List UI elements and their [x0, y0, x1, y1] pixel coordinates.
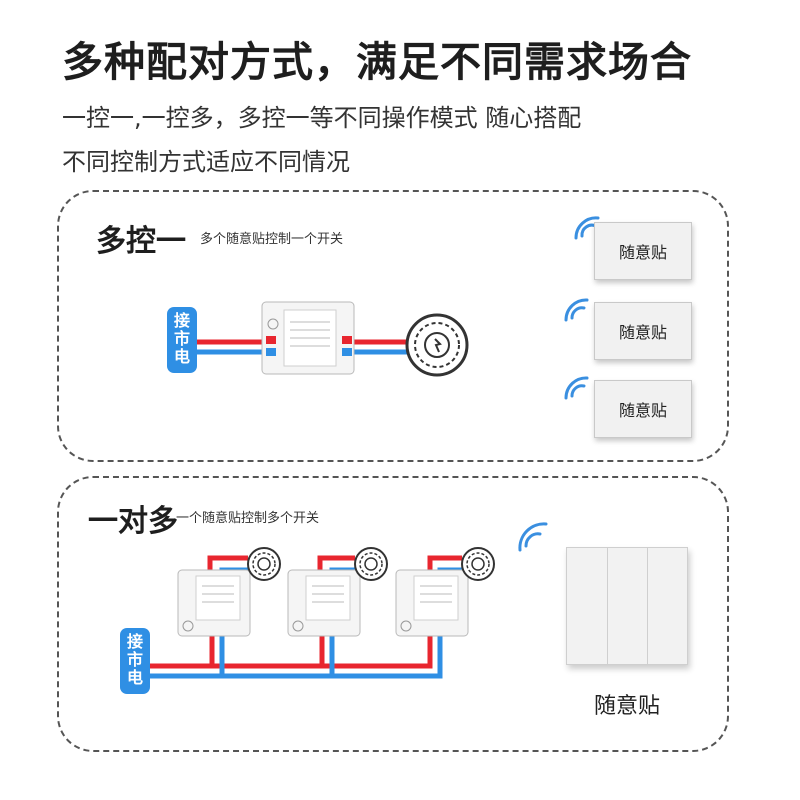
- wifi-icon: [518, 522, 548, 552]
- panel1-wires: [196, 339, 412, 355]
- sticker-switch[interactable]: 随意贴: [594, 380, 692, 438]
- page-title: 多种配对方式，满足不同需求场合: [62, 38, 692, 86]
- one-to-many-title: 一对多: [88, 504, 178, 539]
- relay-module-icon: [287, 569, 361, 637]
- light-bulb-icon: [405, 313, 469, 377]
- light-bulb-icon: [247, 547, 281, 581]
- sticker-switch[interactable]: 随意贴: [594, 222, 692, 280]
- relay-module-icon: [177, 569, 251, 637]
- multi-to-one-panel: [57, 190, 729, 462]
- triple-sticker-switch[interactable]: [566, 547, 688, 665]
- wifi-icon: [564, 376, 589, 400]
- sticker-label: 随意贴: [618, 243, 667, 262]
- light-bulb-icon: [354, 547, 388, 581]
- subtitle-line-1: 一控一,一控多，多控一等不同操作模式 随心搭配: [62, 104, 582, 132]
- sticker-label: 随意贴: [618, 401, 667, 420]
- multi-to-one-title: 多控一: [96, 224, 186, 259]
- relay-module-icon: [395, 569, 469, 637]
- mains-power-label: 接市电: [120, 628, 150, 694]
- multi-to-one-desc: 多个随意贴控制一个开关: [200, 232, 344, 247]
- one-to-many-panel: [57, 476, 729, 752]
- mains-power-label: 接市电: [167, 307, 197, 373]
- one-to-many-desc: 一个随意贴控制多个开关: [176, 511, 320, 526]
- light-bulb-icon: [461, 547, 495, 581]
- switch-divider: [607, 548, 608, 664]
- wifi-icon: [564, 298, 589, 322]
- sticker-switch[interactable]: 随意贴: [594, 302, 692, 360]
- subtitle-line-2: 不同控制方式适应不同情况: [62, 148, 350, 176]
- relay-module-icon: [261, 301, 355, 375]
- switch-divider: [647, 548, 648, 664]
- switch-caption: 随意贴: [594, 694, 661, 719]
- sticker-label: 随意贴: [618, 323, 667, 342]
